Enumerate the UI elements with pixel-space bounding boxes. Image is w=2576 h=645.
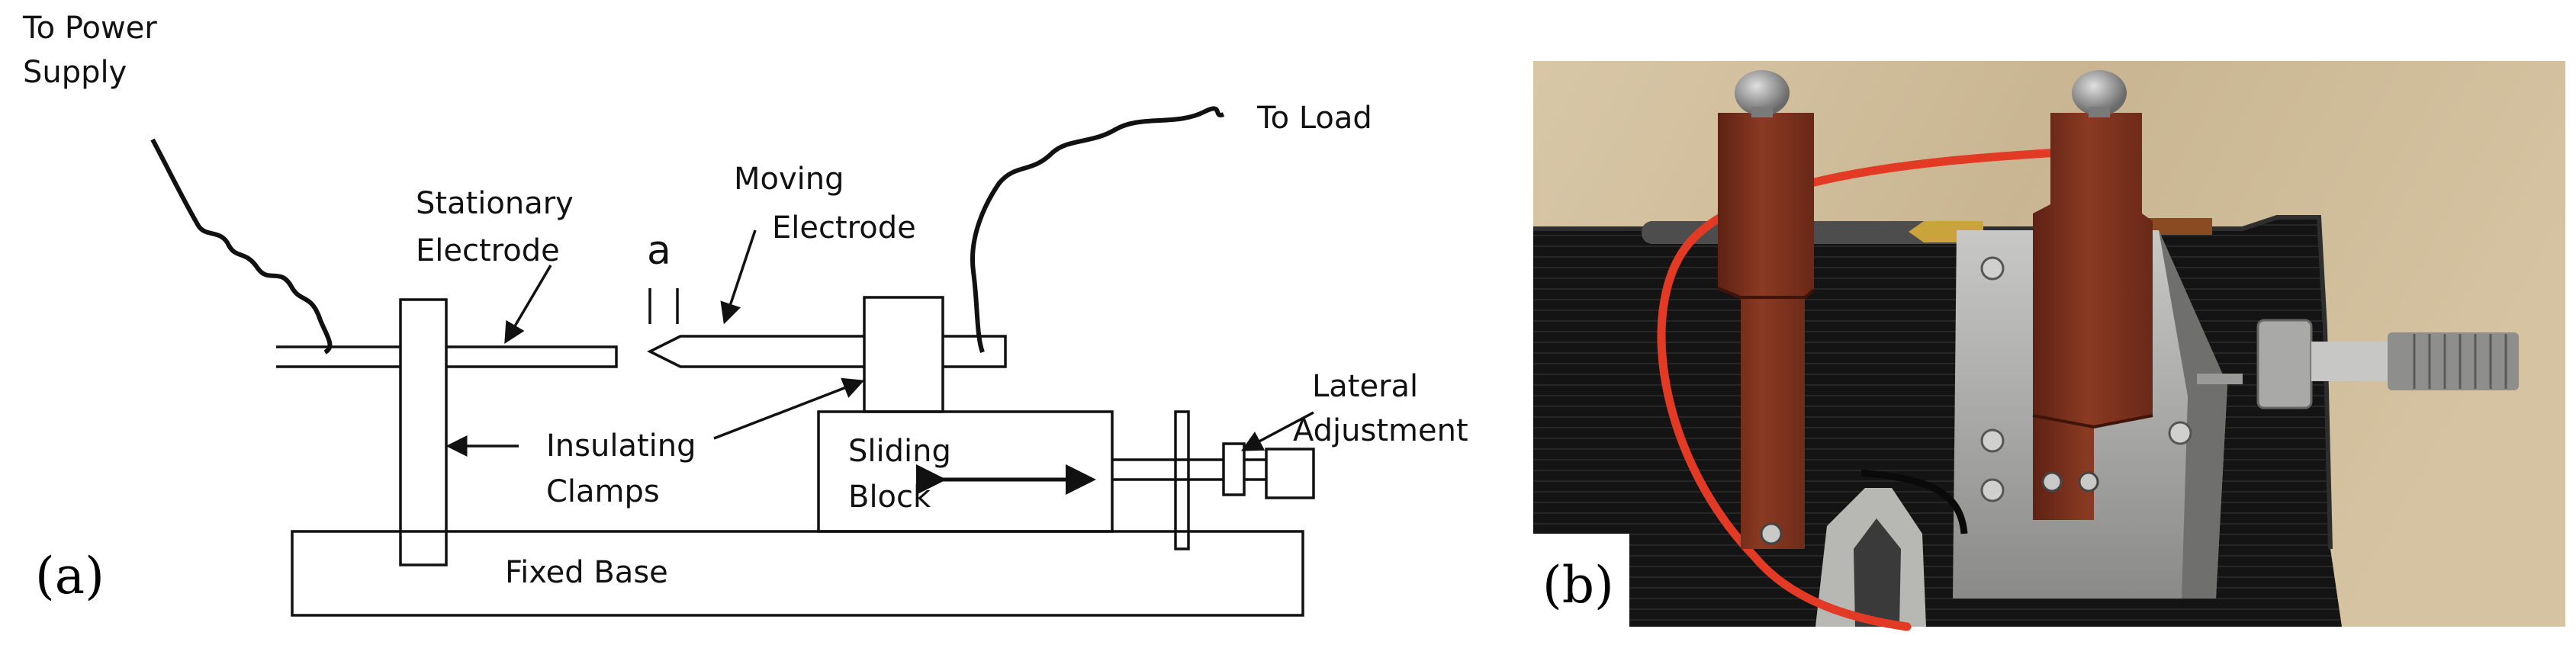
label-gap: a: [647, 228, 671, 274]
label-insulating: Insulating: [546, 428, 696, 464]
label-clamps: Clamps: [546, 474, 660, 509]
photo-left-knob: [1735, 70, 1790, 116]
photo-micrometer-shaft: [2197, 374, 2243, 384]
lead-screw: [1112, 458, 1266, 481]
power-supply-wire: [150, 138, 333, 355]
photo-black-wire: [1860, 469, 1968, 534]
moving-arrow: [720, 229, 757, 325]
photo-right-knob: [2072, 70, 2127, 116]
moving-clamp: [863, 296, 944, 413]
photo-lower-steel-shadow: [1854, 518, 1901, 627]
label-moving-electrode: Electrode: [772, 210, 916, 245]
label-to-power: To Power: [22, 11, 157, 46]
photo-panel: [1533, 61, 2565, 631]
gap-marker: [648, 288, 679, 324]
photo-left-clamp: [1718, 113, 1814, 549]
stationary-clamp: [399, 298, 448, 566]
stationary-electrode: [276, 345, 618, 368]
photo-micrometer-thimble: [2388, 332, 2519, 390]
label-sliding: Sliding: [848, 434, 951, 469]
label-adjustment: Adjustment: [1293, 413, 1468, 448]
sliding-block: [817, 410, 1114, 533]
photo-screw: [1980, 478, 2005, 502]
photo-clamp-screw: [2041, 471, 2063, 493]
label-supply: Supply: [23, 55, 127, 90]
stationary-arrow: [504, 265, 552, 345]
photo-right-clamp: [2033, 113, 2153, 520]
panel-a-label: (a): [35, 547, 105, 605]
moving-electrode: [647, 335, 1007, 368]
label-block: Block: [848, 480, 931, 515]
lateral-arrow: [1240, 411, 1314, 451]
label-stationary-electrode: Electrode: [416, 233, 560, 268]
photo-screw: [1980, 428, 2005, 453]
photo-micrometer-frame: [2256, 319, 2313, 409]
label-moving: Moving: [734, 162, 844, 197]
schematic-panel: [150, 106, 1315, 617]
adjust-plate: [1174, 410, 1190, 550]
photo-clamp-screw: [1760, 522, 1783, 545]
photo-micrometer-knurl: [2413, 334, 2507, 389]
adjust-washer: [1222, 442, 1246, 496]
label-to-load: To Load: [1256, 101, 1372, 136]
label-stationary: Stationary: [416, 186, 574, 221]
photo-right-clamp-edge: [2032, 414, 2153, 429]
adjust-knob: [1265, 448, 1315, 499]
photo-right-knob-stem: [2089, 107, 2110, 117]
panel-b-label: (b): [1542, 556, 1614, 615]
schematic-labels: To Power Supply To Load Stationary Elect…: [22, 11, 1468, 590]
photo-micrometer-sleeve: [2311, 342, 2388, 381]
photo-steel-shadow: [2159, 230, 2227, 598]
photo-clamp-screw: [2078, 471, 2099, 493]
load-wire: [970, 106, 1225, 354]
photo-screw: [2168, 421, 2192, 445]
photo-left-knob-stem: [1751, 107, 1773, 117]
photo-label-patch: [1533, 534, 1629, 627]
fixed-base: [291, 530, 1304, 617]
label-lateral: Lateral: [1312, 369, 1418, 404]
photo-screw: [1980, 256, 2005, 281]
photo-left-clamp-edge: [1717, 287, 1815, 299]
photo-red-wire: [1657, 148, 2064, 631]
insulating-arrow-right: [713, 377, 865, 440]
label-fixed-base: Fixed Base: [505, 555, 668, 590]
